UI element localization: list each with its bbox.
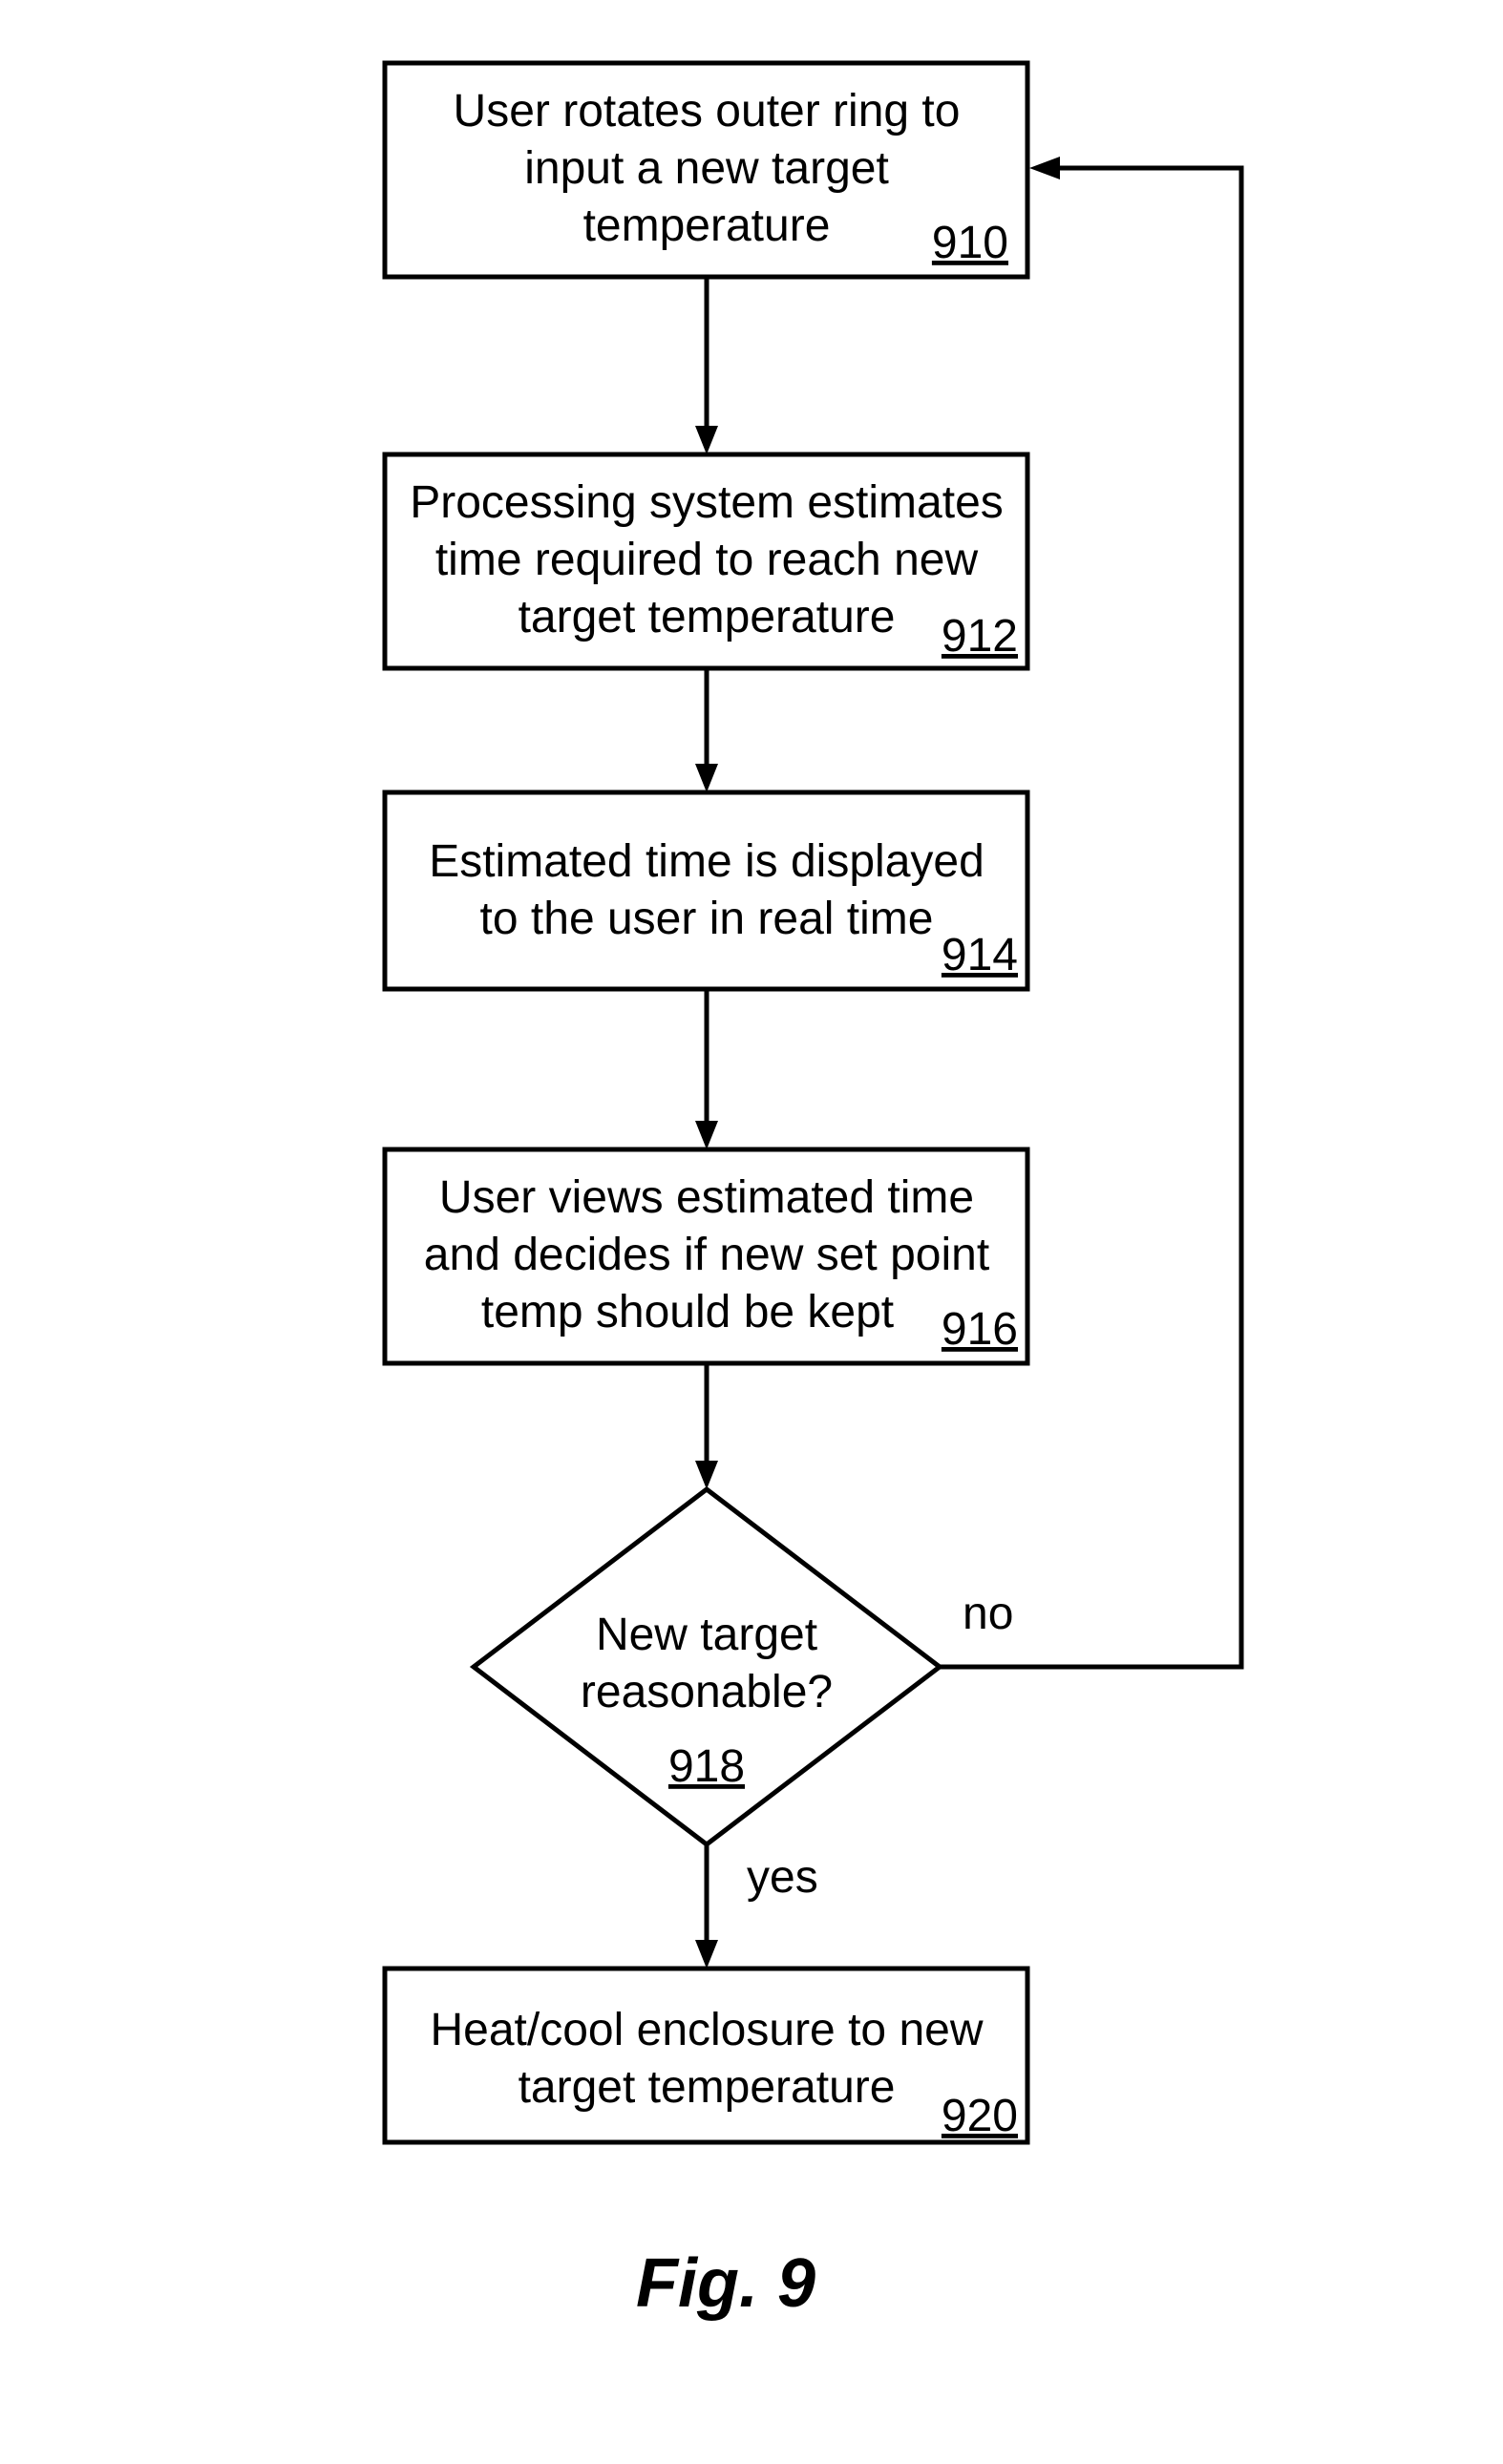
decision-918-line-1: New target <box>596 1610 817 1660</box>
edge-label-no: no <box>963 1589 1013 1639</box>
process-box-914: Estimated time is displayed to the user … <box>382 790 1030 992</box>
figure-label: Fig. 9 <box>636 2245 815 2322</box>
box-920-line-1: Heat/cool enclosure to new <box>431 2005 984 2055</box>
edge-label-yes: yes <box>747 1852 818 1903</box>
arrowhead-914-to-916 <box>695 1121 718 1149</box>
loop-918-to-910 <box>940 165 1244 1670</box>
process-box-916: User views estimated time and decides if… <box>382 1147 1030 1366</box>
box-912-line-3: target temperature <box>519 592 896 642</box>
box-910-line-3: temperature <box>583 200 831 251</box>
process-box-912: Processing system estimates time require… <box>382 452 1030 671</box>
ref-number-914: 914 <box>942 930 1018 980</box>
ref-number-910: 910 <box>932 218 1008 268</box>
ref-number-920: 920 <box>942 2091 1018 2141</box>
arrowhead-918-to-920 <box>695 1940 718 1969</box>
box-916-line-1: User views estimated time <box>439 1172 974 1223</box>
decision-diamond-918: New target reasonable? 918 <box>469 1485 944 1848</box>
box-916-line-2: and decides if new set point <box>424 1230 989 1280</box>
arrowhead-916-to-918 <box>695 1461 718 1489</box>
box-910-line-2: input a new target <box>524 143 889 194</box>
process-box-920: Heat/cool enclosure to new target temper… <box>382 1966 1030 2145</box>
box-916-line-3: temp should be kept <box>481 1287 894 1337</box>
arrowhead-910-to-912 <box>695 426 718 454</box>
arrowhead-loop-to-910 <box>1029 157 1060 179</box>
arrowhead-912-to-914 <box>695 764 718 792</box>
decision-918-line-2: reasonable? <box>581 1667 833 1717</box>
ref-number-912: 912 <box>942 611 1018 662</box>
ref-number-916: 916 <box>942 1304 1018 1355</box>
box-912-line-2: time required to reach new <box>435 535 979 585</box>
box-910-line-1: User rotates outer ring to <box>454 86 961 137</box>
ref-number-918: 918 <box>668 1741 745 1792</box>
box-914-line-1: Estimated time is displayed <box>429 836 984 887</box>
process-box-910: User rotates outer ring to input a new t… <box>382 60 1030 280</box>
box-914-line-2: to the user in real time <box>480 894 934 944</box>
box-920-line-2: target temperature <box>519 2062 896 2113</box>
box-912-line-1: Processing system estimates <box>410 477 1004 528</box>
connectors <box>695 157 1244 1969</box>
